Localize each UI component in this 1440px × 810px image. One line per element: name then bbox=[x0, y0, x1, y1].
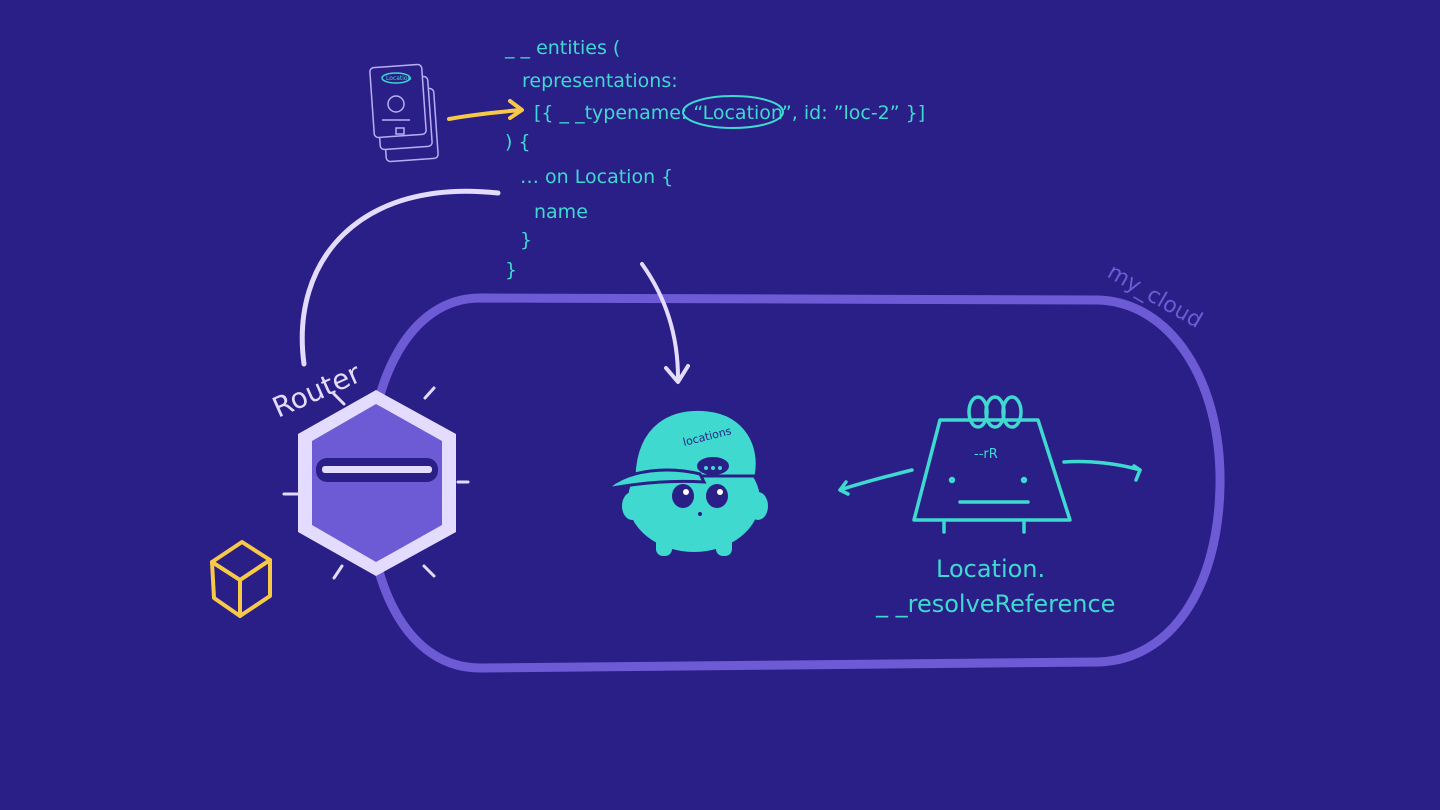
code-line-1: _ _ entities ( bbox=[504, 37, 620, 59]
passport-to-code-arrow bbox=[447, 99, 524, 121]
code-line-4: ) { bbox=[505, 131, 531, 153]
typename-highlight-circle bbox=[682, 95, 784, 129]
cube-icon bbox=[210, 540, 272, 618]
router-to-code-arc bbox=[299, 188, 501, 367]
resolver-label-line1: Location. bbox=[936, 555, 1045, 583]
passport-badge: Location bbox=[386, 75, 412, 82]
code-line-8: } bbox=[505, 259, 517, 281]
router-hexagon-icon bbox=[282, 386, 470, 580]
entities-query-code: _ _ entities ( representations: [{ _ _ty… bbox=[504, 37, 925, 281]
resolver-label-line2: _ _resolveReference bbox=[875, 590, 1115, 618]
locations-subgraph-character bbox=[607, 407, 768, 556]
resolver-character bbox=[838, 395, 1142, 534]
resolver-badge: --rR bbox=[974, 447, 998, 462]
code-to-subgraph-arrow bbox=[640, 262, 690, 384]
code-line-5: … on Location { bbox=[520, 166, 673, 188]
code-line-6: name bbox=[534, 201, 588, 223]
passport-stack-icon bbox=[369, 63, 439, 163]
code-line-2: representations: bbox=[522, 70, 678, 92]
code-line-3: [{ _ _typename: “Location”, id: ”loc-2” … bbox=[534, 102, 925, 124]
code-line-7: } bbox=[520, 229, 532, 251]
